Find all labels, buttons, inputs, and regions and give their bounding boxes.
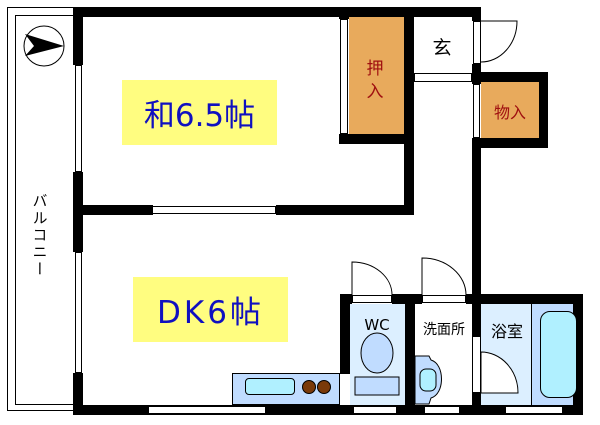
stove-burner-icon-2 — [317, 380, 331, 394]
entrance-door-frame[interactable] — [473, 21, 481, 64]
wc-door-frame[interactable] — [352, 295, 392, 303]
wall-hall-east — [472, 140, 481, 300]
wall-washroom-east-low — [472, 393, 481, 415]
wc-door-swing[interactable] — [351, 261, 393, 296]
window-washroom[interactable] — [424, 406, 460, 414]
oshiire-room — [349, 17, 404, 140]
wall-monoire-south — [472, 138, 548, 148]
oshiire-label-1: 押 — [366, 58, 384, 79]
window-bathroom[interactable] — [505, 406, 563, 414]
window-dk-west[interactable] — [75, 252, 82, 373]
washroom-door-swing[interactable] — [421, 257, 467, 296]
wall-monoire-east — [539, 72, 548, 148]
window-dk-south[interactable] — [148, 406, 266, 414]
dk-label: DK6帖 — [133, 277, 288, 342]
oshiire-label-2: 入 — [366, 81, 384, 102]
north-arrow-icon — [23, 25, 65, 67]
genkan-label: 玄 — [432, 36, 452, 59]
washroom-label: 洗面所 — [423, 322, 465, 338]
wall-wc-west — [340, 294, 350, 374]
wall-genkan-east-top — [472, 7, 481, 21]
kitchen-sink-icon — [245, 378, 295, 395]
toilet-icon — [354, 332, 400, 396]
window-washitsu-west[interactable] — [75, 65, 82, 172]
bathroom-door-frame[interactable] — [472, 336, 481, 393]
wc-label: WC — [364, 316, 390, 334]
wall-wc-east — [405, 294, 415, 415]
wall-bath-east — [573, 294, 583, 415]
wall-washroom-east — [472, 294, 481, 336]
wall-left-lower — [73, 373, 83, 415]
stove-burner-icon-1 — [302, 380, 316, 394]
bathroom-door-swing[interactable] — [480, 351, 519, 394]
wall-oshiire-east — [404, 7, 414, 155]
wall-washitsu-east — [404, 140, 414, 215]
bathtub-icon — [540, 311, 577, 398]
washroom-door-frame[interactable] — [422, 295, 466, 303]
washitsu-label: 和6.5帖 — [122, 80, 277, 145]
wall-oshiire-west-top — [339, 7, 349, 19]
bathroom-label: 浴室 — [490, 322, 523, 341]
monoire-door[interactable] — [473, 84, 480, 138]
washbasin-icon — [414, 355, 442, 405]
wall-washitsu-south-left — [73, 205, 153, 215]
oshiire-sliding-door[interactable] — [340, 19, 348, 134]
balcony-label: バルコニー — [30, 192, 49, 278]
wall-oshiire-south — [339, 134, 414, 144]
window-wc[interactable] — [353, 406, 397, 414]
wall-top — [73, 7, 481, 17]
wall-washitsu-south-right — [276, 205, 414, 215]
entrance-door-swing[interactable] — [480, 20, 519, 63]
wall-bottom — [73, 405, 583, 415]
monoire-room — [481, 82, 539, 138]
wall-left-upper — [73, 7, 83, 65]
balcony-inner — [15, 15, 77, 405]
genkan-step — [414, 73, 472, 82]
sliding-door-washitsu-dk[interactable] — [152, 206, 276, 214]
wall-wet-top-right — [466, 294, 583, 304]
wall-monoire-top — [472, 72, 548, 82]
monoire-label: 物入 — [493, 103, 526, 122]
